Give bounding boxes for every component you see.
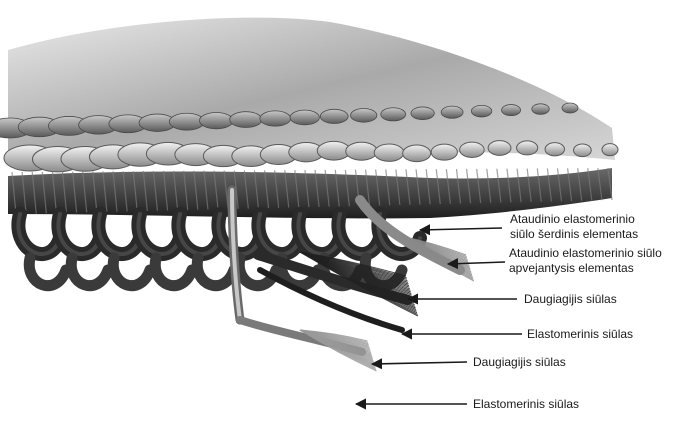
edge-loop <box>517 141 538 155</box>
label-multifilament-2: Daugiagijis siūlas <box>473 355 566 370</box>
back-loop <box>562 103 578 113</box>
back-loop <box>532 104 549 115</box>
label-core-line2: siūlo šerdinis elementas <box>510 227 638 242</box>
bottom-loop <box>155 258 192 286</box>
label-elast1-line: Elastomerinis siūlas <box>527 327 633 342</box>
label-core-element: Ataudinio elastomerinio siūlo šerdinis e… <box>510 212 638 242</box>
bottom-loop <box>113 258 150 286</box>
edge-loop <box>374 144 404 161</box>
edge-loop <box>431 144 457 160</box>
back-loop <box>411 107 434 120</box>
edge-loop <box>346 142 377 160</box>
edge-loop <box>460 142 485 157</box>
bottom-loop <box>29 258 66 286</box>
back-loop <box>320 109 348 123</box>
label-elastomeric-2: Elastomerinis siūlas <box>473 397 579 412</box>
back-loop <box>199 112 233 128</box>
fabric-top-surface <box>8 18 615 161</box>
edge-loop <box>488 141 511 156</box>
back-loop <box>471 105 491 117</box>
back-loop <box>351 109 377 123</box>
back-loop <box>381 108 406 121</box>
edge-loop <box>574 144 592 157</box>
edge-loop <box>403 145 431 162</box>
back-loop <box>290 110 319 125</box>
edge-loop <box>545 143 564 156</box>
arrow-multi2 <box>372 362 467 364</box>
bottom-loop <box>71 258 108 286</box>
label-wrap-element: Ataudinio elastomerinio siūlo apvejantys… <box>509 246 662 276</box>
label-multifilament-1: Daugiagijis siūlas <box>524 292 617 307</box>
multifilament-fan-2 <box>300 330 377 371</box>
label-multi1-line: Daugiagijis siūlas <box>524 292 617 307</box>
label-core-line1: Ataudinio elastomerinio <box>510 212 638 227</box>
back-loop <box>230 112 262 128</box>
bottom-loop <box>197 258 234 286</box>
label-wrap-line1: Ataudinio elastomerinio siūlo <box>509 246 662 261</box>
back-loop <box>260 111 291 126</box>
label-elast2-line: Elastomerinis siūlas <box>473 397 579 412</box>
label-elastomeric-1: Elastomerinis siūlas <box>527 327 633 342</box>
label-wrap-line2: apvejantysis elementas <box>509 261 662 276</box>
back-loop <box>169 113 204 130</box>
back-loop <box>502 105 521 116</box>
multifilament-fan-1 <box>300 252 418 316</box>
edge-loop <box>602 144 618 156</box>
arrow-core <box>420 228 502 230</box>
label-multi2-line: Daugiagijis siūlas <box>473 355 566 370</box>
back-loop <box>441 106 463 118</box>
